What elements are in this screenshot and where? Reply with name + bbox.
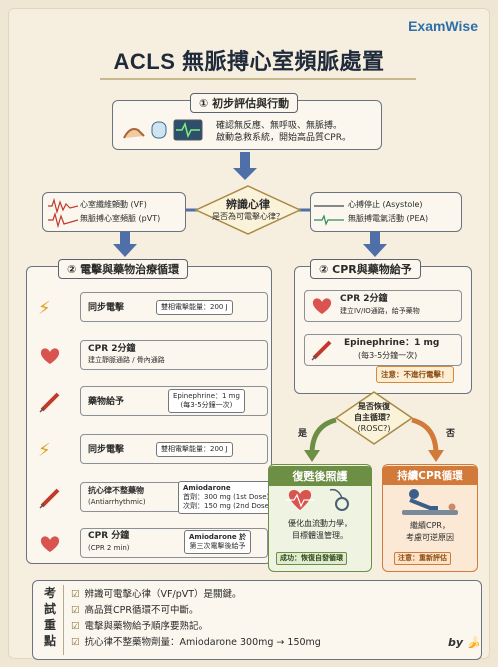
post-care-line-2: 目標體溫管理。: [292, 531, 348, 540]
shockable-vf: 心室纖維顫動 (VF): [80, 200, 147, 209]
heart-monitor-stethoscope-icon: [286, 488, 349, 511]
step6-note-2: 第三次電擊後給予: [189, 542, 246, 550]
continue-reassess-note: 注意：重新評估: [394, 552, 451, 565]
brand-logo: ExamWise: [408, 18, 478, 34]
rosc-no-label: 否: [446, 429, 456, 439]
key-divider: [63, 585, 64, 655]
key-label-char: 重: [43, 618, 56, 632]
step5-second-dose: 次劑：150 mg (2nd Dose): [183, 502, 272, 510]
step6-note-pill: Amiodarone 於 第三次電擊後給予: [184, 530, 252, 554]
continue-line-1: 繼續CPR，: [410, 521, 450, 530]
step5-sub: (Antiarrhythmic): [88, 498, 146, 506]
title-underline: [100, 78, 416, 80]
syringe-icon: [39, 488, 60, 509]
step1-energy-pill: 雙相電擊能量：200 J: [156, 300, 233, 315]
signature-text: by: [448, 636, 464, 649]
patient-assessment-icon: [123, 119, 203, 141]
shockable-pvt: 無脈搏心室頻脈 (pVT): [80, 214, 161, 223]
post-care-line-1: 優化血流動力學，: [288, 519, 352, 528]
right-cpr-step: [304, 290, 462, 322]
step3-title: 藥物給予: [88, 397, 125, 407]
key-point-item: 高品質CPR循環不可中斷。: [71, 603, 321, 619]
step5-first-dose: 首劑：300 mg (1st Dose): [183, 493, 270, 501]
waveform-icon: [48, 198, 78, 228]
step1-title: 同步電擊: [88, 303, 125, 313]
step-cpr-2min: [80, 340, 268, 370]
cpr-drug-header: ② CPR與藥物給予: [310, 259, 421, 279]
initial-line-2: 啟動急救系統，開始高品質CPR。: [216, 133, 351, 143]
right-cpr-sub: 建立IV/IO通路，給予藥物: [340, 307, 420, 315]
key-point-item: 辨識可電擊心律（VF/pVT）是關鍵。: [71, 587, 321, 603]
step3-epi-pill: Epinephrine：1 mg (每3-5分鐘一次): [168, 389, 245, 413]
step5-amiodarone-pill: Amiodarone 首劑：300 mg (1st Dose) 次劑：150 m…: [178, 481, 277, 514]
step3-epi-freq: (每3-5分鐘一次): [180, 401, 233, 409]
rosc-line-3: (ROSC?): [357, 424, 391, 433]
nonshockable-pea: 無脈搏電氣活動 (PEA): [348, 214, 429, 223]
key-points-label: 考 試 重 點: [41, 585, 59, 649]
rhythm-decision-diamond: [194, 185, 302, 235]
right-epi-freq: (每3-5分鐘一次): [358, 351, 418, 360]
flatline-icon: [314, 205, 344, 226]
step5-drug: Amiodarone: [183, 484, 231, 492]
key-label-char: 點: [43, 634, 56, 648]
syringe-icon: [39, 392, 60, 413]
continue-cpr-header: 持續CPR循環: [382, 466, 478, 485]
rosc-decision-diamond: [334, 391, 414, 445]
step2-title: CPR 2分鐘: [88, 344, 136, 354]
rosc-yes-label: 是: [298, 429, 308, 439]
cpr-person-icon: [402, 489, 458, 515]
page: ExamWise ACLS 無脈搏心室頻脈處置 ① 初步評: [8, 8, 490, 660]
continue-line-2: 考慮可逆原因: [406, 533, 454, 542]
step5-title: 抗心律不整藥物: [88, 486, 144, 495]
right-epi-step: [304, 334, 462, 366]
page-title: ACLS 無脈搏心室頻脈處置: [113, 49, 385, 74]
right-cpr-title: CPR 2分鐘: [340, 294, 388, 304]
decision-question: 是否為可電擊心律？: [212, 212, 284, 221]
heart-hands-icon: [40, 536, 60, 552]
initial-assessment-header: ① 初步評估與行動: [190, 93, 299, 113]
step4-energy-pill: 雙相電擊能量：200 J: [156, 442, 233, 457]
heart-hands-icon: [312, 298, 332, 314]
step3-epi-dose: Epinephrine：1 mg: [173, 392, 240, 400]
step6-title: CPR 分鐘: [88, 531, 130, 541]
step2-sub: 建立靜脈通路 / 骨內通路: [88, 356, 165, 364]
key-point-item: 電擊與藥物給予順序要熟記。: [71, 619, 321, 635]
post-care-header: 復甦後照護: [268, 466, 372, 486]
rosc-line-1: 是否恢復: [358, 402, 390, 411]
banana-icon: 🍌: [466, 636, 481, 649]
heart-hands-icon: [40, 348, 60, 364]
key-point-item: 抗心律不整藥物劑量：Amiodarone 300mg → 150mg: [71, 635, 321, 651]
key-label-char: 考: [43, 586, 56, 600]
exam-key-points-box: 考 試 重 點 辨識可電擊心律（VF/pVT）是關鍵。 高品質CPR循環不可中斷…: [32, 580, 482, 660]
step6-sub: (CPR 2 min): [88, 544, 130, 552]
nonshockable-rhythms-box: [310, 192, 462, 232]
signature: by 🍌: [448, 636, 481, 649]
key-label-char: 試: [43, 602, 56, 616]
lightning-icon: ⚡: [38, 298, 51, 319]
rosc-line-2: 自主循環？: [354, 413, 394, 422]
shockable-rhythms-box: [42, 192, 186, 232]
syringe-icon: [311, 340, 332, 361]
key-points-list: 辨識可電擊心律（VF/pVT）是關鍵。 高品質CPR循環不可中斷。 電擊與藥物給…: [71, 587, 321, 651]
shock-cycle-header: ② 電擊與藥物治療循環: [58, 259, 189, 279]
nonshockable-asystole: 心搏停止 (Asystole): [348, 200, 423, 209]
lightning-icon: ⚡: [38, 440, 51, 461]
right-epi-dose: Epinephrine：1 mg: [344, 338, 440, 348]
no-shock-warning: 注意：不進行電擊！: [376, 366, 454, 383]
decision-title: 辨識心律: [226, 198, 270, 211]
post-care-success-note: 成功：恢復自發循環: [276, 552, 347, 565]
step4-title: 同步電擊: [88, 445, 125, 455]
step6-note-1: Amiodarone 於: [189, 533, 247, 541]
initial-line-1: 確認無反應、無呼吸、無脈搏。: [216, 121, 343, 131]
